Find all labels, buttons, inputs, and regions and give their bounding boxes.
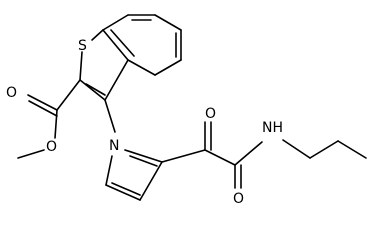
ester-ether-oxygen-label: O bbox=[46, 139, 57, 155]
pyrrole-nitrogen-label: N bbox=[109, 138, 119, 154]
methyl-ester-group bbox=[17, 79, 81, 159]
benzene-ring bbox=[102, 14, 182, 76]
amide-nh-label: NH bbox=[262, 120, 283, 136]
thiophene-ring bbox=[79, 29, 129, 101]
oxalamide-chain bbox=[161, 121, 263, 189]
ester-carbonyl-oxygen-label: O bbox=[6, 85, 17, 101]
keto-oxygen-label: O bbox=[205, 106, 216, 122]
amide-oxygen-label: O bbox=[233, 191, 244, 207]
propyl-chain bbox=[282, 139, 367, 159]
structure-svg: S O O N O O NH bbox=[6, 14, 367, 207]
sulfur-atom-label: S bbox=[78, 38, 87, 54]
ring-link bbox=[104, 99, 116, 133]
molecule-diagram: S O O N O O NH bbox=[6, 14, 367, 207]
pyrrole-ring bbox=[105, 149, 163, 201]
